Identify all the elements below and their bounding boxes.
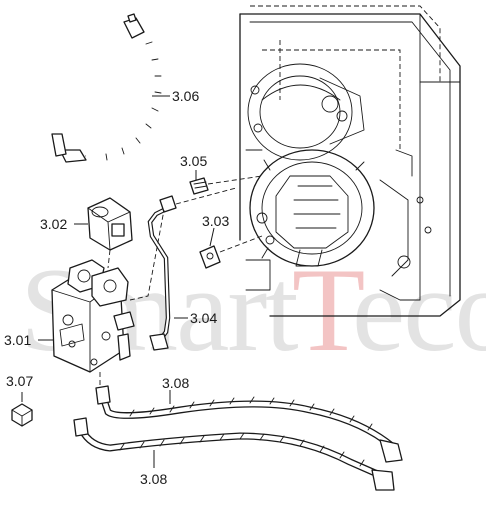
label-3.07: 3.07 bbox=[6, 373, 33, 389]
label-3.03: 3.03 bbox=[202, 213, 229, 229]
label-3.01: 3.01 bbox=[4, 332, 31, 348]
part-3.07-nut bbox=[11, 403, 33, 427]
part-3.02-coil bbox=[87, 197, 133, 269]
watermark-text-c: eco bbox=[352, 243, 486, 376]
label-3.05: 3.05 bbox=[180, 153, 207, 169]
part-labels: 3.06 3.05 3.02 3.03 3.01 3.04 3.07 3.08 … bbox=[4, 88, 229, 487]
part-3.08-hoses bbox=[73, 385, 403, 491]
part-3.03-connector bbox=[199, 235, 263, 269]
part-3.06-hose bbox=[51, 13, 162, 163]
part-3.04-tube bbox=[147, 187, 237, 351]
burner-housing bbox=[239, 5, 461, 317]
label-3.08-upper: 3.08 bbox=[162, 375, 189, 391]
label-3.02: 3.02 bbox=[40, 216, 67, 232]
label-3.06: 3.06 bbox=[172, 88, 199, 104]
label-3.08-lower: 3.08 bbox=[140, 471, 167, 487]
label-3.04: 3.04 bbox=[190, 310, 217, 326]
part-3.05-fitting bbox=[189, 175, 263, 195]
part-3.01-pump bbox=[51, 209, 165, 396]
leader-lines bbox=[21, 95, 215, 468]
